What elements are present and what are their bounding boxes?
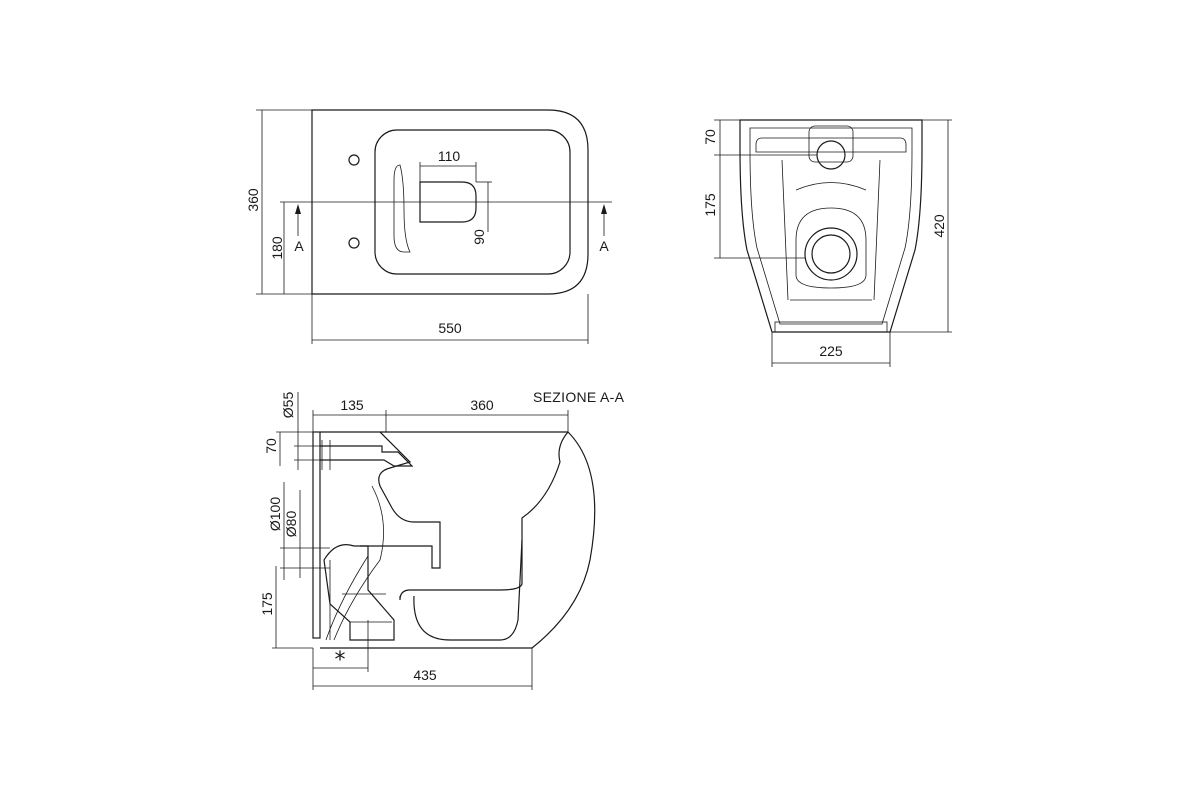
rear-view-inlet: [816, 140, 846, 170]
dim-label-225: 225: [819, 343, 843, 359]
section-back-plate: [312, 431, 321, 639]
section-view: SEZIONE A-A 135 360 Ø55 70: [259, 389, 625, 690]
dim-label-135: 135: [340, 397, 364, 413]
fixing-hole-top: [348, 154, 360, 166]
rear-view-inner: [749, 127, 913, 325]
section-mark-left: A: [294, 238, 304, 254]
section-title: SEZIONE A-A: [533, 389, 625, 405]
dim-label-d55: Ø55: [280, 392, 296, 419]
dim-label-550: 550: [438, 320, 462, 336]
rear-view-outlet-inner: [811, 234, 851, 274]
dim-label-110: 110: [438, 148, 461, 164]
section-bowl-inner: [360, 431, 569, 601]
top-view-outlet: [419, 181, 477, 223]
dim-label-d100: Ø100: [267, 497, 283, 531]
dim-label-180: 180: [269, 236, 285, 260]
rear-view-flange: [755, 137, 907, 153]
section-outlet: [323, 544, 395, 641]
section-outer-shell: [320, 431, 596, 649]
section-trap: [413, 539, 523, 641]
rear-view-inlet-housing: [808, 125, 854, 163]
dim-label-360-section: 360: [470, 397, 494, 413]
section-mark-right: A: [599, 238, 609, 254]
top-view-outline: [311, 109, 589, 295]
dim-label-d80: Ø80: [283, 511, 299, 538]
dim-label-rear-175: 175: [702, 193, 718, 217]
dim-label-360: 360: [245, 188, 261, 212]
dim-label-90: 90: [471, 229, 487, 245]
dim-label-420: 420: [931, 214, 947, 238]
section-inlet: [320, 445, 414, 467]
top-view-bowl-inner: [393, 164, 411, 253]
asterisk-mark: *: [335, 648, 346, 673]
rear-view: 70 175 420 225: [702, 119, 952, 367]
fixing-hole-bottom: [348, 237, 360, 249]
dim-label-175-section: 175: [259, 592, 275, 616]
dim-label-70-section: 70: [263, 438, 279, 454]
dim-label-rear-70: 70: [702, 129, 718, 145]
top-view: 360 180 A A 110 90 550: [245, 109, 612, 344]
rear-view-outlet-housing: [795, 207, 867, 289]
rear-view-outlet-outer: [804, 227, 858, 281]
dim-label-435: 435: [413, 667, 437, 683]
